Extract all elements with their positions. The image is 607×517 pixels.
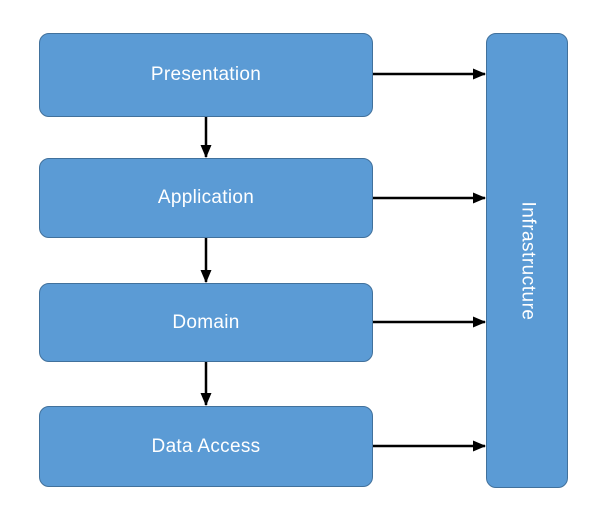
layer-label-domain: Domain xyxy=(172,311,240,333)
layer-box-domain: Domain xyxy=(39,283,373,362)
layer-label-data-access: Data Access xyxy=(151,435,261,457)
layer-label-presentation: Presentation xyxy=(150,64,262,85)
layer-box-presentation: Presentation xyxy=(39,33,373,117)
infrastructure-label: Infrastructure xyxy=(517,201,538,320)
layer-box-application: Application xyxy=(39,158,373,238)
layer-label-application: Application xyxy=(157,187,255,208)
infrastructure-box: Infrastructure xyxy=(486,33,568,488)
layer-box-data-access: Data Access xyxy=(39,406,373,487)
